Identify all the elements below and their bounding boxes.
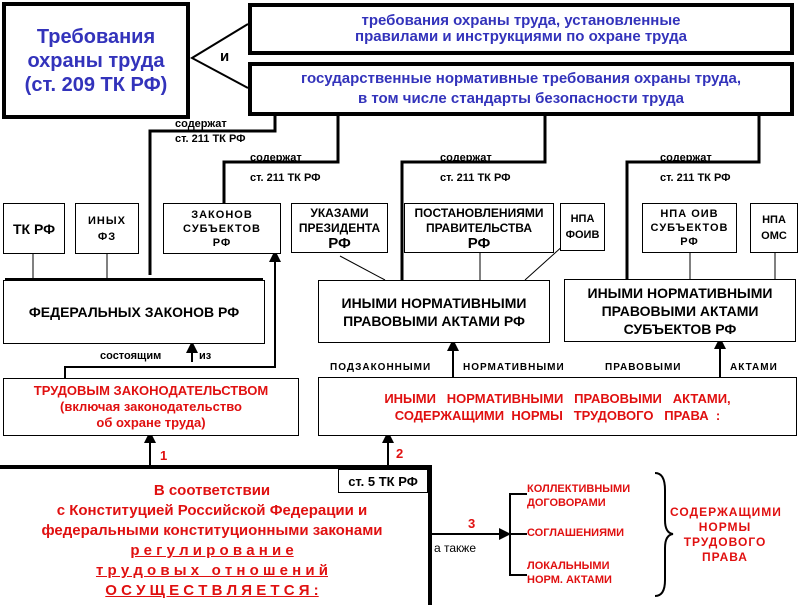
top-box-standards: государственные нормативные требования о… bbox=[248, 62, 794, 116]
box-labor-legislation: ТРУДОВЫМ ЗАКОНОДАТЕЛЬСТВОМ (включая зако… bbox=[3, 378, 299, 436]
consisting-label-right: из bbox=[199, 350, 212, 362]
title-line-1: Требования bbox=[36, 25, 156, 48]
conjunction-label: и bbox=[220, 48, 230, 65]
subordinate-label-1: ПОДЗАКОННЫМИ bbox=[330, 362, 432, 373]
subordinate-label-2: НОРМАТИВНЫМИ bbox=[463, 362, 565, 373]
title-box: Требования охраны труда (ст. 209 ТК РФ) bbox=[2, 2, 190, 119]
subordinate-label-3: ПРАВОВЫМИ bbox=[605, 362, 682, 373]
top-box-rules-line-2: правилами и инструкциями по охране труда bbox=[355, 28, 687, 45]
branch-number-3: 3 bbox=[468, 516, 476, 531]
branch-number-1: 1 bbox=[160, 448, 168, 463]
box-tk-rf: ТК РФ bbox=[3, 203, 65, 254]
consisting-label-left: состоящим bbox=[100, 350, 162, 362]
local-item-agreements: СОГЛАШЕНИЯМИ bbox=[527, 527, 625, 539]
top-box-rules: требования охраны труда, установленные п… bbox=[248, 3, 794, 55]
connector-other-rf-to-standards bbox=[400, 85, 554, 282]
top-box-standards-line-1: государственные нормативные требования о… bbox=[300, 70, 742, 87]
title-line-2: охраны труда bbox=[27, 49, 165, 72]
connector-subjects-to-standards bbox=[222, 85, 347, 205]
and-connector bbox=[189, 23, 249, 89]
also-label: а также bbox=[434, 541, 476, 555]
branch-number-2: 2 bbox=[396, 446, 404, 461]
title-line-3: (ст. 209 ТК РФ) bbox=[24, 73, 168, 96]
box-other-acts-labor: ИНЫМИ НОРМАТИВНЫМИ ПРАВОВЫМИ АКТАМИ, СОД… bbox=[318, 377, 797, 436]
box-federal-laws: ФЕДЕРАЛЬНЫХ ЗАКОНОВ РФ bbox=[3, 280, 265, 344]
brace bbox=[654, 472, 674, 597]
article5-tag: ст. 5 ТК РФ bbox=[338, 469, 428, 493]
connector-other-subj-to-standards bbox=[625, 85, 768, 280]
subordinate-label-4: АКТАМИ bbox=[730, 362, 778, 373]
top-box-standards-line-2: в том числе стандарты безопасности труда bbox=[358, 90, 684, 107]
top-box-rules-line-1: требования охраны труда, установленные bbox=[361, 12, 681, 29]
